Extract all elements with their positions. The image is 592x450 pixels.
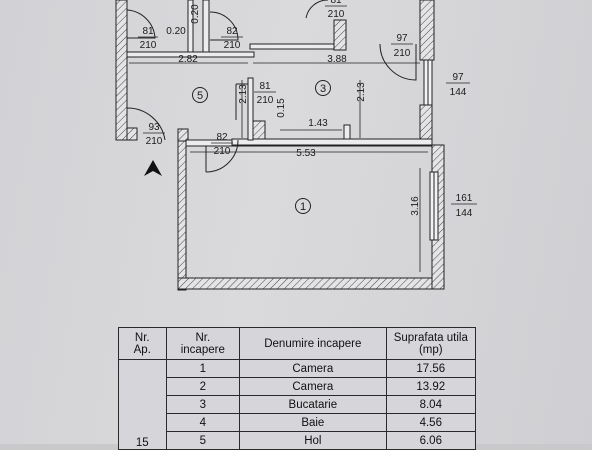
windows (423, 59, 439, 241)
door-swing-wc (209, 11, 239, 41)
dim-kitchen-width: 3.88 (327, 54, 347, 65)
room-number: 1 (300, 201, 306, 213)
room-area-cell: 8.04 (385, 395, 477, 414)
door-labels: 81 210 82 210 81 210 97 210 81 210 93 21… (138, 0, 413, 157)
room-marker-1 (295, 198, 311, 214)
window-label-w: 97 (452, 72, 464, 83)
room-number-cell: 3 (165, 395, 241, 414)
room-area-cell: 13.92 (385, 377, 477, 396)
wall-column (333, 19, 347, 51)
dim-hall-width: 2.82 (178, 54, 198, 65)
door-swing-entry (126, 107, 166, 141)
wall-kitchen-post (343, 124, 351, 140)
wall-stub-left (126, 127, 138, 141)
door-label-h: 210 (224, 40, 241, 51)
table-row: 15 1 Camera 17.56 (118, 359, 477, 450)
table-header-row: Nr. Ap. Nr. incapere Denumire incapere S… (118, 327, 477, 360)
room-area-cell: 6.06 (385, 431, 477, 450)
window-labels: 97 144 161 144 (446, 72, 477, 219)
room-number-cell: 4 (165, 413, 241, 432)
dim-wall-thickness-2: 0.20 (190, 4, 201, 24)
room-number-cell: 2 (165, 377, 241, 396)
entrance-arrow-icon (144, 160, 162, 176)
apartment-number: 15 (118, 359, 167, 450)
door-label-w: 81 (330, 0, 342, 6)
dim-niche-width: 1.43 (308, 118, 328, 129)
room-marker-3 (315, 80, 331, 96)
room-area-table: Nr. Ap. Nr. incapere Denumire incapere S… (118, 327, 477, 450)
dimension-labels: 0.20 0.20 2.82 3.88 2.13 2.13 0.15 1.43 … (166, 4, 421, 216)
wall-kitchen-top (249, 43, 335, 50)
door-label-h: 210 (140, 40, 157, 51)
wall-stub-mid (177, 128, 189, 142)
door-label-h: 210 (146, 136, 163, 147)
door-label-h: 210 (328, 9, 345, 20)
wall-hall-kitchen (247, 77, 254, 141)
door-label-h: 210 (394, 48, 411, 59)
room-area-cell: 17.56 (385, 359, 477, 378)
window-label-h: 144 (456, 208, 473, 219)
door-label-w: 93 (148, 122, 160, 133)
room-number-cell: 1 (165, 359, 241, 378)
dim-room1-depth: 3.16 (410, 196, 421, 216)
window-label-h: 144 (450, 87, 467, 98)
header-room-number: Nr. incapere (165, 327, 241, 360)
door-label-w: 97 (396, 33, 408, 44)
room-name-cell: Camera (239, 377, 387, 396)
room-number-cell: 5 (165, 431, 241, 450)
door-label-w: 81 (142, 26, 154, 37)
header-room-name: Denumire incapere (239, 327, 387, 360)
room-name-cell: Bucatarie (239, 395, 387, 414)
room-markers: 5 3 1 (192, 80, 331, 214)
wall-bath-divider (187, 0, 194, 53)
wall-shaft (252, 120, 266, 140)
table-row: 4 Baie 4.56 (119, 413, 477, 432)
room-name-cell: Camera (239, 359, 387, 378)
wall-kitchen-bottom (231, 138, 433, 146)
door-label-h: 210 (257, 95, 274, 106)
door-label-w: 81 (259, 81, 271, 92)
wall-right-top (419, 0, 435, 61)
door-swing-room1 (205, 139, 239, 173)
door-label-w: 82 (226, 26, 238, 37)
door-swing-room2 (305, 0, 329, 19)
interior-walls (126, 0, 433, 147)
dim-kitchen-depth: 2.13 (356, 82, 367, 102)
room-name-cell: Hol (239, 431, 387, 450)
dim-niche: 0.15 (276, 98, 287, 118)
dim-hall-depth: 2.13 (238, 84, 249, 104)
door-label-h: 210 (214, 146, 231, 157)
room-number: 3 (320, 83, 326, 95)
dim-room1-width: 5.53 (296, 148, 316, 159)
door-swing-kitchen-balcony (379, 43, 417, 81)
window-label-w: 161 (456, 193, 473, 204)
room-area-cell: 4.56 (385, 413, 477, 432)
header-usable-area: Suprafata utila (mp) (385, 327, 477, 360)
wall-bottom (177, 277, 445, 290)
room-number: 5 (197, 90, 203, 102)
door-label-w: 82 (216, 132, 228, 143)
room-name-cell: Baie (239, 413, 387, 432)
dimension-lines (129, 62, 428, 272)
room-marker-5 (192, 87, 208, 103)
table-row: 5 Hol 6.06 (119, 431, 477, 450)
header-apartment: Nr. Ap. (118, 327, 167, 360)
wall-left-lower (177, 139, 187, 291)
dim-wall-thickness-1: 0.20 (166, 26, 186, 37)
table-row: 2 Camera 13.92 (119, 377, 477, 396)
wall-left-upper (115, 0, 128, 141)
wall-bath-divider-2 (202, 0, 210, 53)
table-row: 3 Bucatarie 8.04 (119, 395, 477, 414)
